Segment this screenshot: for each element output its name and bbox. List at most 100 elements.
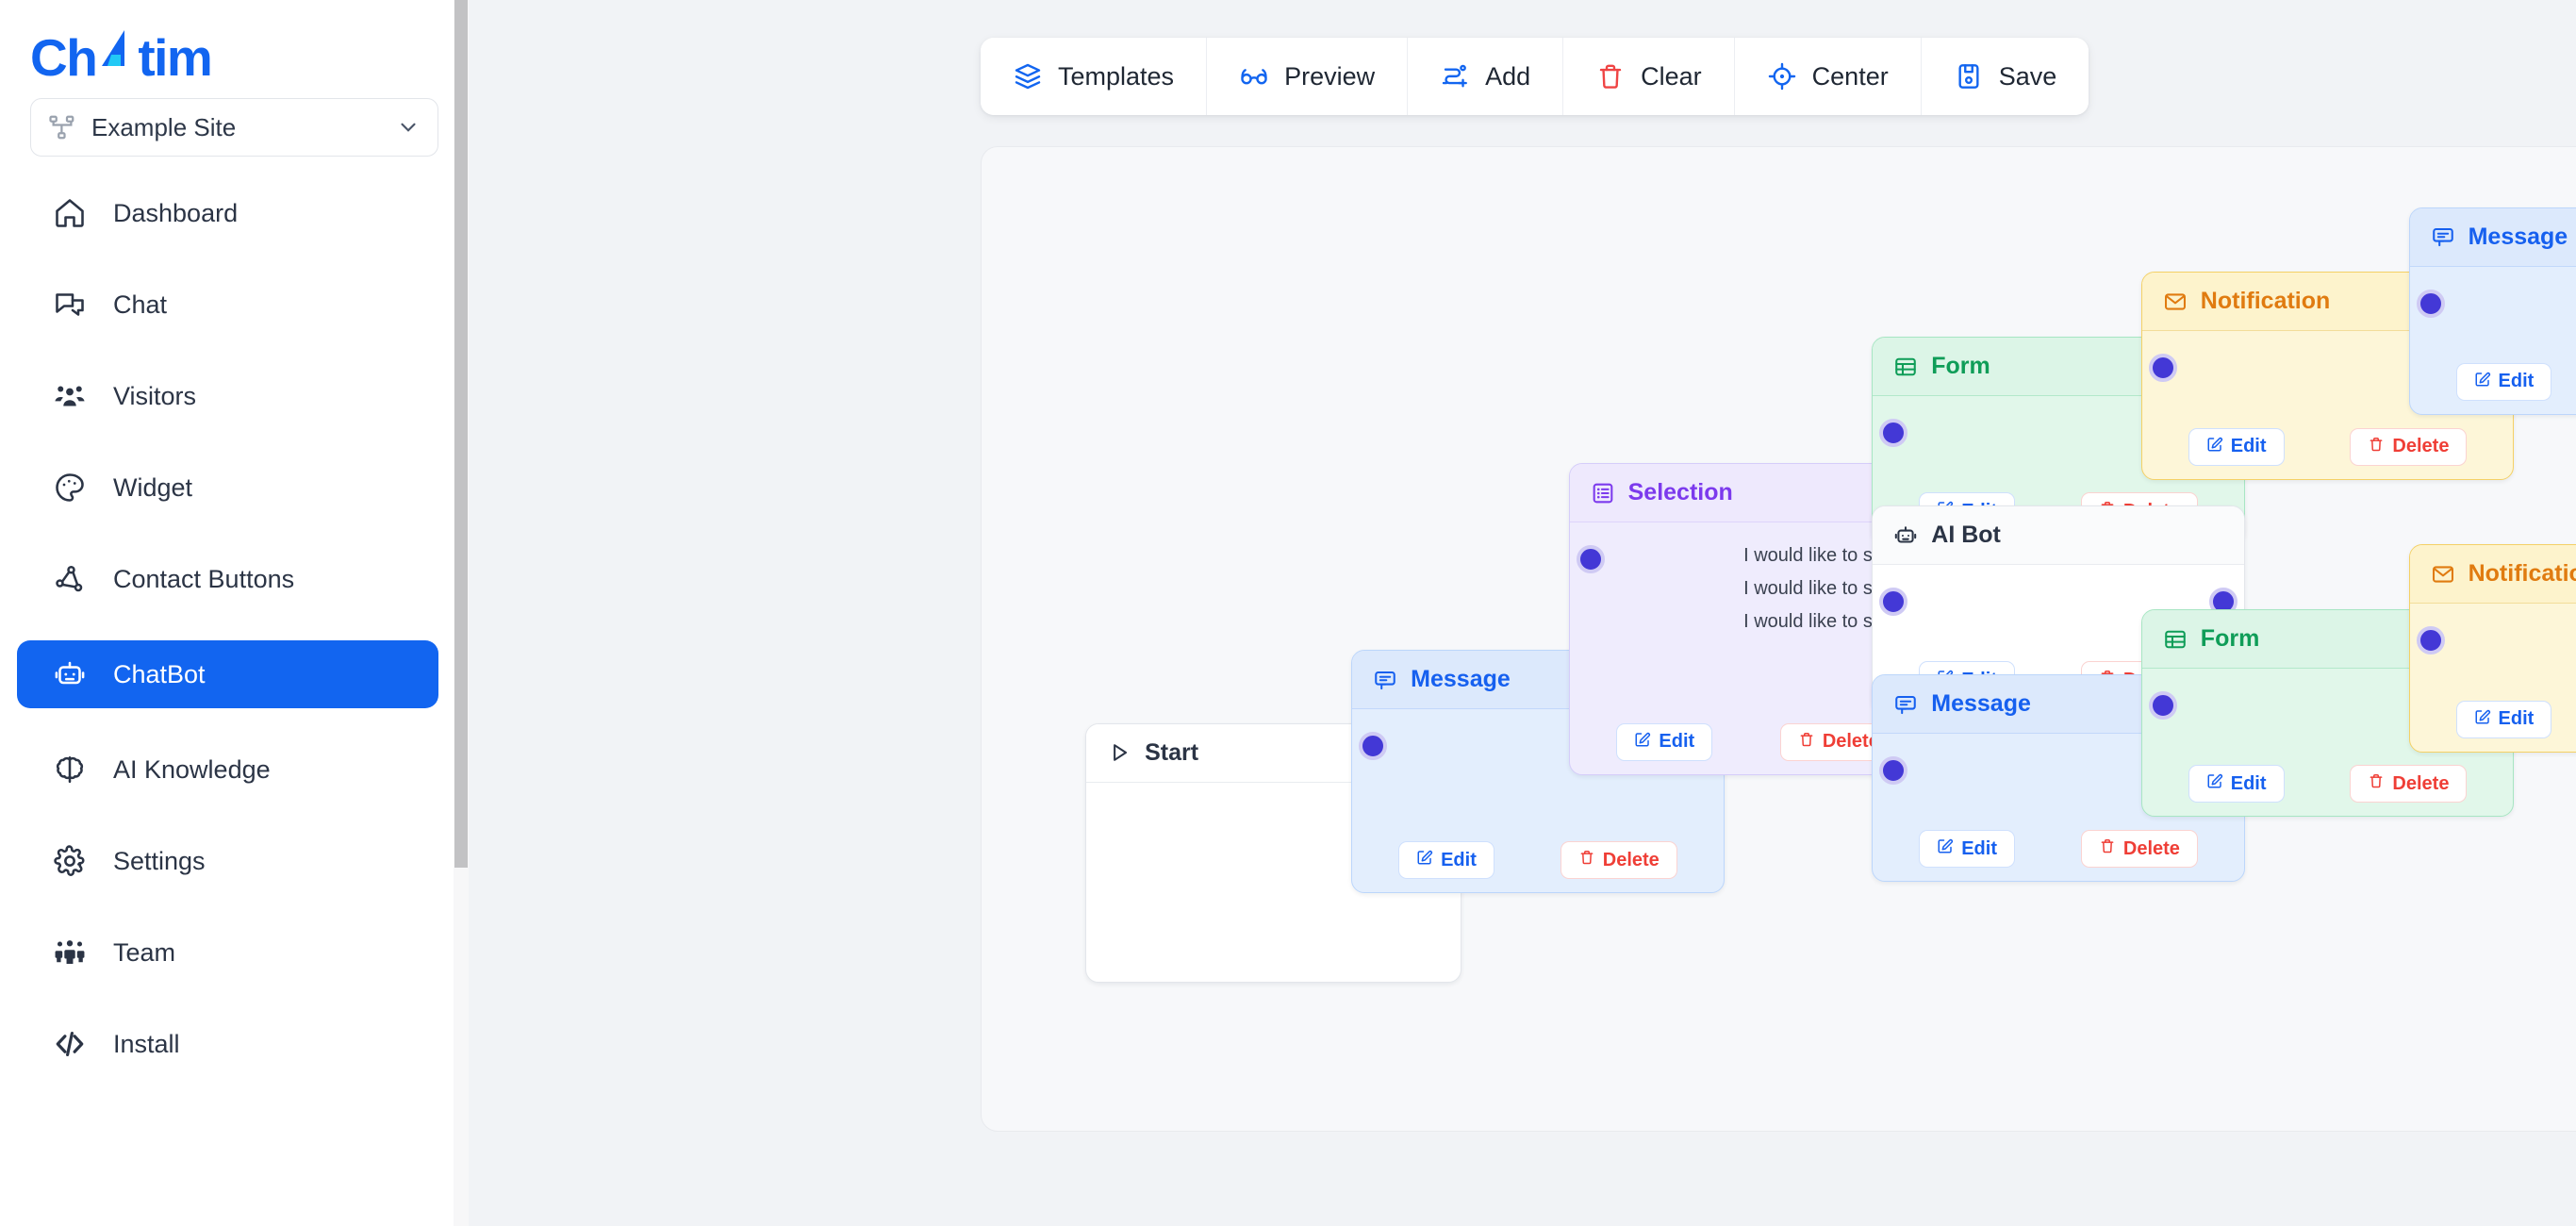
edit-button-label: Edit xyxy=(2230,436,2267,457)
toolbar-button-save[interactable]: Save xyxy=(1921,38,2089,115)
sidebar-item-visitors[interactable]: Visitors xyxy=(30,366,438,426)
brand-mark-icon xyxy=(96,28,138,75)
flow-port-in[interactable] xyxy=(2148,691,2177,721)
list-check-icon xyxy=(1591,481,1615,505)
users-group-icon xyxy=(53,379,87,413)
message-icon xyxy=(1893,692,1918,717)
delete-button[interactable]: Delete xyxy=(2080,830,2198,869)
sidebar: Ch tim Example Site xyxy=(0,0,469,1226)
edit-button[interactable]: Edit xyxy=(1919,830,2015,869)
sidebar-item-label: AI Knowledge xyxy=(113,754,271,784)
sidebar-item-ai-knowledge[interactable]: AI Knowledge xyxy=(30,739,438,800)
trash-icon xyxy=(1595,61,1626,91)
edit-button-label: Edit xyxy=(2230,772,2267,794)
selection-option-label: I would like to sp... xyxy=(1743,545,1899,567)
edit-button-label: Edit xyxy=(1441,849,1477,870)
sidebar-item-settings[interactable]: Settings xyxy=(30,831,438,891)
selection-option-label: I would like to sp... xyxy=(1743,578,1899,600)
edit-button[interactable]: Edit xyxy=(1398,841,1494,880)
delete-button[interactable]: Delete xyxy=(2350,427,2468,466)
delete-button[interactable]: Delete xyxy=(1560,841,1677,880)
glasses-icon xyxy=(1239,61,1269,91)
flow-node-title: Message xyxy=(1411,666,1511,693)
save-icon xyxy=(1954,61,1984,91)
play-triangle-icon xyxy=(1107,740,1131,765)
edit-button[interactable]: Edit xyxy=(1616,722,1713,761)
sidebar-item-team[interactable]: Team xyxy=(30,922,438,983)
flow-port-in[interactable] xyxy=(2416,289,2445,318)
flow-add-icon xyxy=(1440,61,1470,91)
toolbar-button-center[interactable]: Center xyxy=(1734,38,1922,115)
edit-button[interactable]: Edit xyxy=(2455,700,2552,738)
toolbar-button-label: Save xyxy=(1998,61,2057,91)
flow-node-title: Form xyxy=(2200,625,2260,653)
flow-port-in[interactable] xyxy=(2416,626,2445,655)
pencil-square-icon xyxy=(1634,731,1651,754)
sidebar-item-widget[interactable]: Widget xyxy=(30,457,438,518)
edit-button-label: Edit xyxy=(1961,837,1997,859)
flow-port-in[interactable] xyxy=(1359,732,1388,761)
toolbar-button-clear[interactable]: Clear xyxy=(1563,38,1735,115)
sidebar-scrollbar-track[interactable] xyxy=(454,0,469,1226)
pencil-square-icon xyxy=(2206,436,2223,458)
delete-button[interactable]: Delete xyxy=(2350,765,2468,804)
chat-bubbles-icon xyxy=(53,288,87,322)
flow-port-in[interactable] xyxy=(2148,354,2177,383)
pencil-square-icon xyxy=(1937,837,1954,860)
sidebar-item-label: Settings xyxy=(113,846,206,875)
edit-button[interactable]: Edit xyxy=(2188,765,2285,804)
toolbar-button-preview[interactable]: Preview xyxy=(1207,38,1409,115)
sidebar-item-dashboard[interactable]: Dashboard xyxy=(30,183,438,243)
sidebar-item-label: Contact Buttons xyxy=(113,564,295,593)
flow-port-in[interactable] xyxy=(1879,588,1908,617)
sidebar-item-contact-buttons[interactable]: Contact Buttons xyxy=(30,549,438,609)
selection-option-label: I would like to su... xyxy=(1743,611,1899,633)
flow-port-in[interactable] xyxy=(1879,419,1908,448)
delete-button-label: Delete xyxy=(2392,436,2450,457)
edit-button-label: Edit xyxy=(1659,731,1695,753)
layers-icon xyxy=(1013,61,1043,91)
flow-node-actions: Edit Delete xyxy=(2142,427,2514,466)
flow-node-body: Edit Delete xyxy=(1873,734,2244,881)
edit-button[interactable]: Edit xyxy=(2455,362,2552,401)
flow-port-in[interactable] xyxy=(1879,756,1908,785)
message-icon xyxy=(1373,668,1397,692)
code-brackets-icon xyxy=(53,1027,87,1061)
flow-node-title: Form xyxy=(1931,353,1990,380)
sidebar-item-label: Visitors xyxy=(113,381,197,410)
share-nodes-icon xyxy=(53,562,87,596)
palette-icon xyxy=(53,471,87,505)
table-form-icon xyxy=(2163,627,2188,652)
sidebar-scrollbar-thumb[interactable] xyxy=(454,0,468,868)
brand-logo[interactable]: Ch tim xyxy=(0,0,469,91)
toolbar-button-templates[interactable]: Templates xyxy=(981,38,1208,115)
sidebar-item-label: Team xyxy=(113,937,176,967)
edit-button[interactable]: Edit xyxy=(2188,427,2285,466)
site-selector[interactable]: Example Site xyxy=(30,98,438,157)
flow-port-in[interactable] xyxy=(1576,545,1605,574)
sidebar-item-label: Install xyxy=(113,1029,180,1058)
flow-node-title: Selection xyxy=(1627,479,1733,506)
toolbar-button-add[interactable]: Add xyxy=(1408,38,1564,115)
sidebar-item-chatbot[interactable]: ChatBot xyxy=(17,640,438,708)
trash-icon xyxy=(2368,772,2385,795)
chevron-down-icon xyxy=(396,115,421,140)
sidebar-item-install[interactable]: Install xyxy=(30,1014,438,1074)
flow-node-title: Message xyxy=(2468,223,2568,250)
pencil-square-icon xyxy=(1416,849,1433,871)
flow-node-actions: Edit Delete xyxy=(2142,765,2514,804)
brand-name-prefix: Ch xyxy=(30,27,98,87)
sidebar-item-chat[interactable]: Chat xyxy=(30,274,438,335)
brand-name-suffix: tim xyxy=(138,27,213,87)
flow-node-title: Start xyxy=(1145,738,1199,766)
flow-node-actions: Edit Delete xyxy=(1873,830,2244,869)
toolbar-button-label: Preview xyxy=(1284,61,1376,91)
